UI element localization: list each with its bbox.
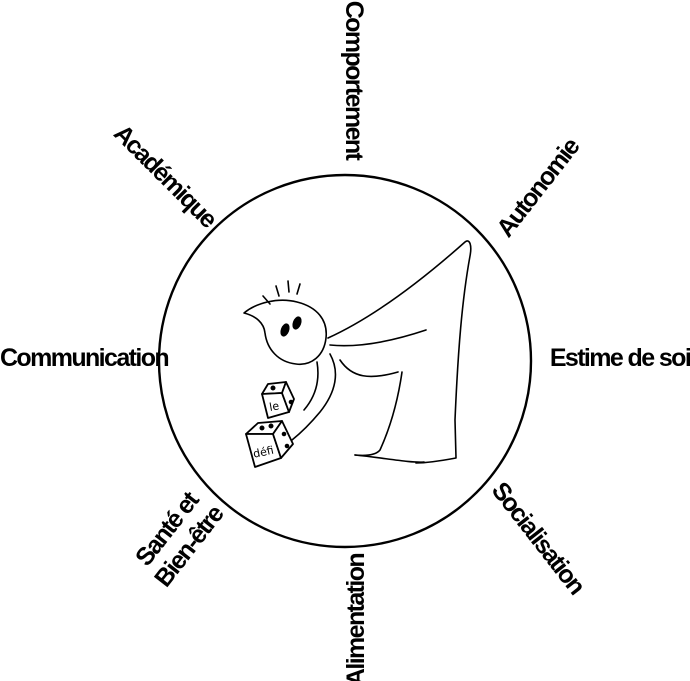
dice-bottom-label: défi	[252, 444, 275, 461]
dice-top-icon: le	[261, 381, 295, 419]
label-socialisation: Socialisation	[486, 477, 590, 600]
label-sante-bien-etre: Santé et Bien-être	[130, 486, 230, 593]
label-comportement: Comportement	[340, 1, 368, 162]
dice-top-label: le	[268, 399, 280, 414]
stick-figure-rolling-dice-icon	[243, 240, 472, 464]
center-circle	[157, 173, 533, 549]
dice-bottom-icon: défi	[245, 420, 294, 468]
label-communication: Communication	[0, 344, 168, 372]
label-autonomie: Autonomie	[491, 132, 586, 242]
label-estime-de-soi: Estime de soi	[550, 344, 690, 372]
label-academique: Académique	[108, 119, 223, 234]
label-alimentation: Alimentation	[342, 554, 370, 681]
